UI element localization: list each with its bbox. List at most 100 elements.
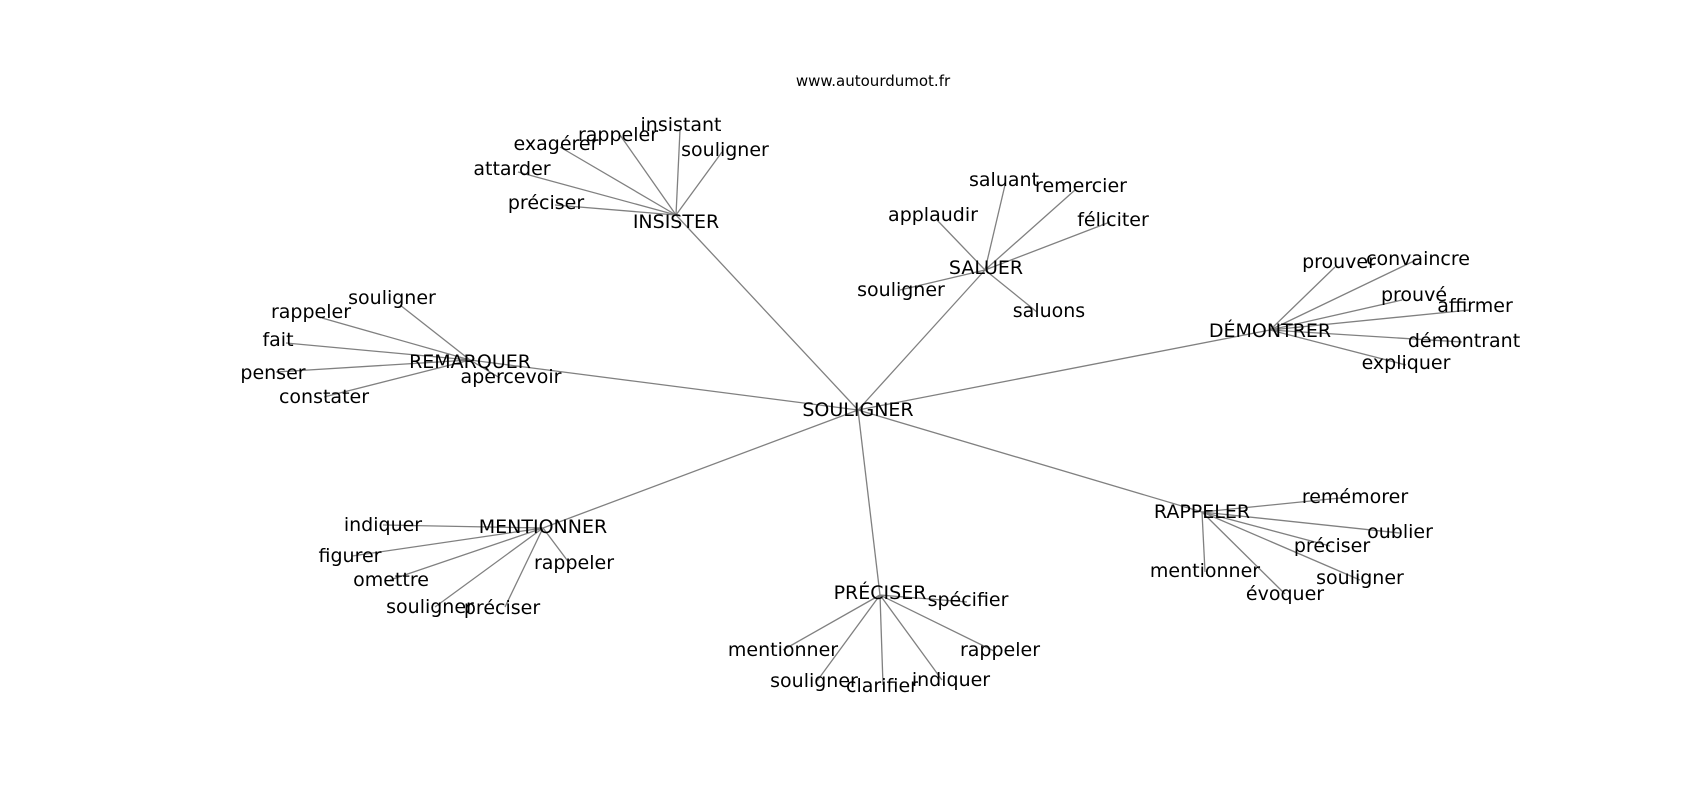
edge-mentionner-preciser xyxy=(504,527,544,608)
edge-saluer-remercier xyxy=(984,189,1076,271)
edge-remarquer-souligner xyxy=(399,304,471,361)
leaf-node-saluer-souligner[interactable]: souligner xyxy=(857,279,945,301)
edge-souligner-mentionner xyxy=(542,409,859,529)
edge-souligner-insister xyxy=(675,214,859,411)
leaf-node-demontrer-demontrant[interactable]: démontrant xyxy=(1408,330,1520,352)
leaf-node-saluer-saluant[interactable]: saluant xyxy=(969,169,1039,191)
leaf-node-mentionner-figurer[interactable]: figurer xyxy=(319,545,382,567)
leaf-node-preciser-mentionner[interactable]: mentionner xyxy=(728,639,838,661)
leaf-node-insister-preciser[interactable]: préciser xyxy=(508,192,584,214)
edge-remarquer-fait xyxy=(285,342,471,361)
leaf-node-rappeler-evoquer[interactable]: évoquer xyxy=(1246,583,1324,605)
group-node-preciser[interactable]: PRÉCISER xyxy=(834,581,927,604)
group-node-rappeler[interactable]: RAPPELER xyxy=(1154,501,1250,523)
edge-preciser-souligner xyxy=(816,594,881,682)
leaf-node-insister-souligner[interactable]: souligner xyxy=(681,139,769,161)
edge-souligner-demontrer xyxy=(857,329,1271,411)
graph-labels: SOULIGNERINSISTERexagérerrappelerinsista… xyxy=(240,114,1520,697)
edge-souligner-remarquer xyxy=(469,359,859,411)
edge-remarquer-apercevoir xyxy=(469,359,501,379)
edge-remarquer-penser xyxy=(275,359,471,373)
edge-remarquer-constater xyxy=(323,359,471,398)
leaf-node-saluer-applaudir[interactable]: applaudir xyxy=(888,204,978,226)
edge-insister-souligner xyxy=(675,151,723,216)
leaf-node-rappeler-oublier[interactable]: oublier xyxy=(1367,521,1433,543)
graph-edges xyxy=(275,129,1471,686)
edge-souligner-saluer xyxy=(857,269,986,411)
edge-mentionner-souligner xyxy=(434,527,544,608)
leaf-node-rappeler-rememorer[interactable]: remémorer xyxy=(1302,486,1408,508)
group-node-saluer[interactable]: SALUER xyxy=(949,257,1023,279)
leaf-node-rappeler-mentionner[interactable]: mentionner xyxy=(1150,560,1260,582)
edge-saluer-applaudir xyxy=(936,219,986,271)
leaf-node-insister-insistant[interactable]: insistant xyxy=(641,114,722,136)
edge-demontrer-demontrant xyxy=(1269,329,1463,343)
edge-saluer-souligner xyxy=(899,269,986,291)
edge-mentionner-figurer xyxy=(351,527,544,557)
group-node-remarquer[interactable]: REMARQUER xyxy=(409,351,531,373)
edge-preciser-specifier xyxy=(879,594,968,603)
leaf-node-preciser-specifier[interactable]: spécifier xyxy=(928,589,1009,611)
edge-mentionner-indiquer xyxy=(382,524,544,529)
leaf-node-saluer-saluons[interactable]: saluons xyxy=(1013,300,1085,322)
leaf-node-demontrer-prouve[interactable]: prouvé xyxy=(1381,284,1447,306)
center-node-label[interactable]: SOULIGNER xyxy=(802,399,913,421)
leaf-node-remarquer-apercevoir[interactable]: apercevoir xyxy=(461,366,562,388)
leaf-node-insister-rappeler[interactable]: rappeler xyxy=(578,124,658,146)
edge-insister-insistant xyxy=(675,129,681,216)
leaf-node-mentionner-indiquer[interactable]: indiquer xyxy=(344,514,422,536)
leaf-node-demontrer-expliquer[interactable]: expliquer xyxy=(1362,352,1451,374)
edge-souligner-rappeler xyxy=(857,409,1203,513)
edge-rappeler-oublier xyxy=(1201,511,1401,534)
leaf-node-remarquer-souligner[interactable]: souligner xyxy=(348,287,436,309)
edge-insister-exagerer xyxy=(559,146,677,216)
leaf-node-mentionner-rappeler[interactable]: rappeler xyxy=(534,552,614,574)
leaf-node-preciser-indiquer[interactable]: indiquer xyxy=(912,669,990,691)
edge-remarquer-rappeler xyxy=(321,317,471,361)
edge-rappeler-souligner xyxy=(1201,511,1361,581)
edge-preciser-clarifier xyxy=(879,594,884,686)
edge-demontrer-prouve xyxy=(1269,299,1403,331)
edge-rappeler-rememorer xyxy=(1201,496,1351,513)
edge-preciser-indiquer xyxy=(879,594,943,681)
group-node-demontrer[interactable]: DÉMONTRER xyxy=(1209,319,1331,342)
edge-souligner-preciser xyxy=(857,409,881,596)
leaf-node-preciser-souligner[interactable]: souligner xyxy=(770,670,858,692)
group-node-insister[interactable]: INSISTER xyxy=(633,211,719,233)
leaf-node-rappeler-souligner[interactable]: souligner xyxy=(1316,567,1404,589)
leaf-node-demontrer-prouver[interactable]: prouver xyxy=(1302,251,1376,273)
leaf-node-insister-exagerer[interactable]: exagérer xyxy=(514,133,599,155)
leaf-node-preciser-clarifier[interactable]: clarifier xyxy=(846,675,918,697)
leaf-node-demontrer-convaincre[interactable]: convaincre xyxy=(1366,248,1470,270)
leaf-node-mentionner-preciser[interactable]: préciser xyxy=(464,597,540,619)
edge-demontrer-prouver xyxy=(1269,266,1336,331)
leaf-node-saluer-feliciter[interactable]: féliciter xyxy=(1077,209,1149,231)
leaf-node-demontrer-affirmer[interactable]: affirmer xyxy=(1437,295,1513,317)
edge-insister-rappeler xyxy=(619,134,677,216)
leaf-node-remarquer-penser[interactable]: penser xyxy=(240,362,305,384)
leaf-node-mentionner-souligner[interactable]: souligner xyxy=(386,596,474,618)
leaf-node-preciser-rappeler[interactable]: rappeler xyxy=(960,639,1040,661)
edge-saluer-feliciter xyxy=(984,221,1111,271)
edge-saluer-saluons xyxy=(984,269,1038,313)
edge-saluer-saluant xyxy=(984,184,1006,271)
leaf-node-rappeler-preciser[interactable]: préciser xyxy=(1294,535,1370,557)
edge-preciser-mentionner xyxy=(782,594,881,651)
edge-demontrer-expliquer xyxy=(1269,329,1407,366)
edge-rappeler-evoquer xyxy=(1201,511,1286,595)
leaf-node-remarquer-constater[interactable]: constater xyxy=(279,386,369,408)
edge-demontrer-convaincre xyxy=(1269,259,1417,331)
site-url: www.autourdumot.fr xyxy=(796,72,951,90)
edge-mentionner-rappeler xyxy=(542,527,571,565)
leaf-node-insister-attarder[interactable]: attarder xyxy=(473,158,550,180)
edge-insister-attarder xyxy=(517,171,677,216)
leaf-node-saluer-remercier[interactable]: remercier xyxy=(1035,175,1127,197)
leaf-node-remarquer-fait[interactable]: fait xyxy=(262,329,293,351)
leaf-node-mentionner-omettre[interactable]: omettre xyxy=(353,569,429,591)
edge-rappeler-preciser xyxy=(1201,511,1331,547)
edge-mentionner-omettre xyxy=(389,527,544,581)
leaf-node-remarquer-rappeler[interactable]: rappeler xyxy=(271,301,351,323)
edge-demontrer-affirmer xyxy=(1269,309,1471,331)
group-node-mentionner[interactable]: MENTIONNER xyxy=(479,516,607,538)
